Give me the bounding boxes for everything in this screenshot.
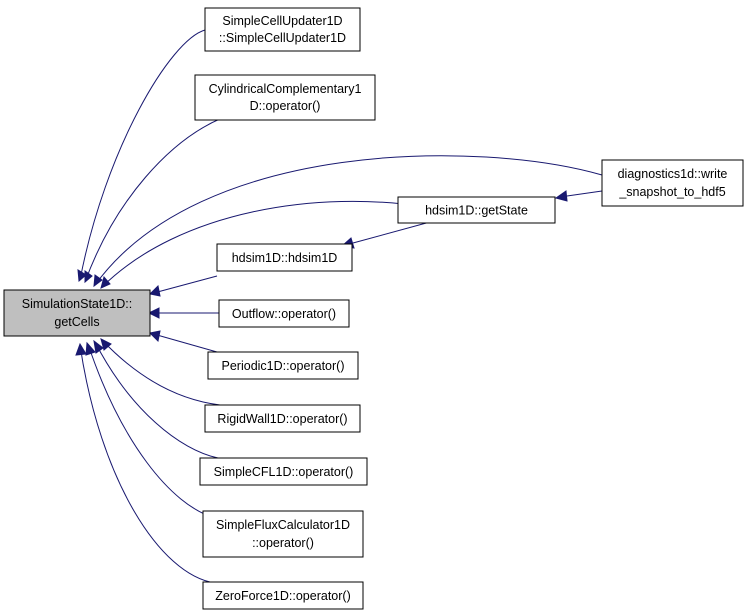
node-label-line: hdsim1D::getState [425,204,528,218]
node-label-line: Periodic1D::operator() [222,359,345,373]
node-simplefluxcalculator1d-operator[interactable]: SimpleFluxCalculator1D ::operator() [202,510,364,558]
arrowhead-root-zf [75,342,87,356]
edge-root-to-getstate [101,200,426,288]
node-hdsim1d-getstate[interactable]: hdsim1D::getState [397,196,556,224]
node-label-line: ZeroForce1D::operator() [215,589,350,603]
node-label-line: CylindricalComplementary1 [209,82,362,96]
node-label-line: D::operator() [250,99,321,113]
edge-root-to-simplefluxcalculator1d [87,343,216,519]
node-cylindricalcomplementary1d-operator[interactable]: CylindricalComplementary1 D::operator() [194,74,376,121]
node-label-line: SimulationState1D:: [22,297,132,311]
arrowhead-root-flux [85,341,96,356]
edge-root-to-periodic1d [149,332,218,353]
node-label-line: hdsim1D::hdsim1D [232,251,338,265]
node-periodic1d-operator[interactable]: Periodic1D::operator() [207,351,359,380]
arrowhead-root-cyl [84,270,93,284]
node-label-line: ::operator() [252,536,314,550]
node-label-line: SimpleCellUpdater1D [222,14,342,28]
arrowhead-root-scu [77,269,87,283]
edge-hdsim1d-to-getstate [352,221,431,244]
node-hdsim1d-constructor[interactable]: hdsim1D::hdsim1D [216,243,353,272]
node-label-line: ::SimpleCellUpdater1D [219,31,346,45]
node-label-line: SimpleFluxCalculator1D [216,518,350,532]
edge-root-to-simplecellupdater [79,29,206,281]
arrowhead-root-hd [148,284,161,297]
edges-layer [75,29,603,584]
arrowhead-root-rig [100,338,112,351]
node-simulationstate1d-getcells[interactable]: SimulationState1D:: getCells [3,289,151,337]
arrowhead-gs-diag [554,190,568,202]
node-label-line: getCells [54,315,99,329]
node-simplecellupdater1d[interactable]: SimpleCellUpdater1D ::SimpleCellUpdater1… [204,7,361,52]
edge-root-to-diagnostics-write [94,155,603,286]
arrowhead-root-per [148,330,161,343]
arrowhead-root-out [147,307,160,319]
node-simplecfl1d-operator[interactable]: SimpleCFL1D::operator() [199,457,368,486]
edge-root-to-hdsim1d [149,275,218,295]
edge-getstate-to-diagnostics-write [566,190,603,197]
edge-root-to-cylindrical [84,117,223,283]
node-zeroforce1d-operator[interactable]: ZeroForce1D::operator() [202,581,364,610]
node-label-line: Outflow::operator() [232,307,336,321]
nodes-layer: SimulationState1D:: getCells SimpleCellU… [3,7,744,610]
arrowhead-root-diag [93,274,103,288]
node-rigidwall1d-operator[interactable]: RigidWall1D::operator() [204,404,361,433]
node-diagnostics1d-write-snapshot[interactable]: diagnostics1d::write _snapshot_to_hdf5 [601,159,744,207]
node-outflow-operator[interactable]: Outflow::operator() [218,299,350,328]
node-label-line: diagnostics1d::write [618,167,728,181]
edge-root-to-zeroforce1d [79,344,216,584]
edge-root-to-simplecfl1d [94,341,219,459]
node-label-line: SimpleCFL1D::operator() [214,465,354,479]
node-label-line: _snapshot_to_hdf5 [618,185,725,199]
edge-root-to-rigidwall1d [101,339,221,406]
arrowhead-root-gs [100,275,111,289]
node-label-line: RigidWall1D::operator() [217,412,347,426]
arrowhead-root-cfl [93,339,104,354]
